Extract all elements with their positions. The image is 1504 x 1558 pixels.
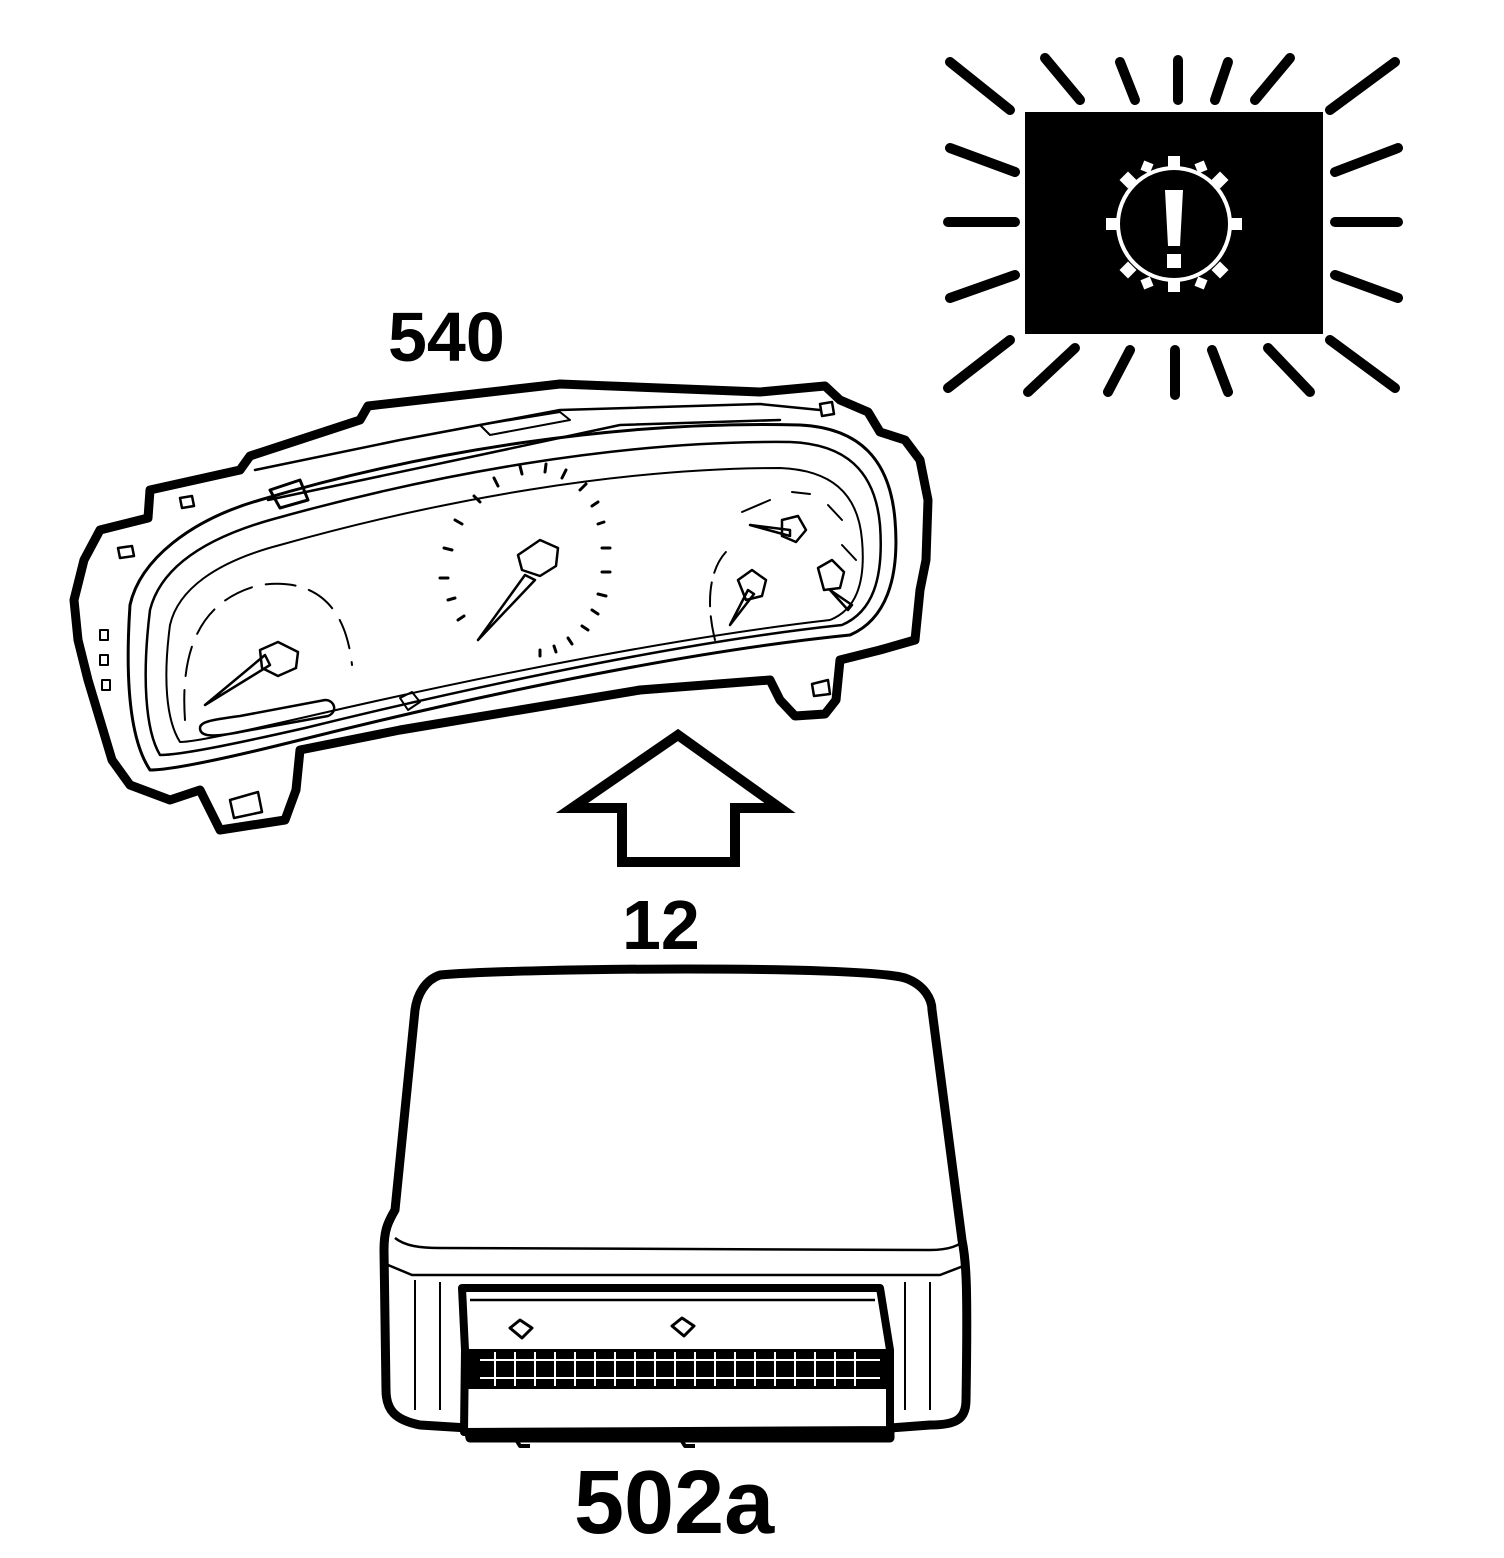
left-gauge: [183, 582, 421, 737]
connector-pin-strip: [466, 1349, 888, 1389]
left-gauge-needle: [203, 653, 272, 707]
lower-left-needle: [728, 588, 756, 627]
gear-exclamation-warning-icon: [1106, 156, 1242, 292]
lower-left-hub: [736, 568, 768, 602]
mount-tab-left: [228, 790, 264, 820]
connector-latch-left: [508, 1318, 534, 1340]
right-gauges: [709, 491, 857, 641]
connector-bottom-tabs: [513, 1436, 695, 1448]
left-gauge-hub: [258, 640, 300, 678]
light-rays: [943, 53, 1403, 400]
instrument-cluster-label: 540: [388, 298, 505, 376]
connector-pins: [480, 1352, 880, 1386]
module-lid-edge: [394, 1236, 965, 1252]
module-front-edge: [387, 1263, 967, 1277]
upper-right-needle: [748, 523, 792, 538]
side-connector-slots: [99, 629, 111, 691]
cluster-top-tab: [268, 478, 310, 510]
lower-right-hub: [816, 558, 846, 592]
speedometer: [438, 462, 612, 658]
warning-lamp-indicator: [943, 53, 1403, 400]
module-connector: [458, 1284, 894, 1448]
upper-right-hub: [780, 514, 808, 544]
signal-link-label: 12: [622, 886, 700, 964]
cluster-face: [165, 467, 864, 743]
cluster-top-vent: [479, 411, 571, 436]
control-module-label: 502a: [574, 1453, 775, 1553]
cluster-housing-outline: [69, 379, 933, 835]
module-front-inner: [414, 1280, 931, 1410]
mount-tab-right: [810, 678, 832, 698]
left-gauge-bar: [198, 698, 336, 737]
mount-tab-top: [116, 400, 836, 560]
speedometer-hub: [516, 538, 560, 578]
speedometer-needle: [476, 573, 537, 642]
connector-latch-right: [670, 1316, 696, 1338]
control-module: [379, 964, 972, 1448]
up-arrow-icon: [555, 728, 796, 867]
cluster-top-visor: [253, 402, 822, 502]
speedometer-ticks: [438, 462, 612, 658]
cluster-bezel-outer: [126, 423, 898, 772]
instrument-cluster: [69, 379, 933, 835]
lower-right-needle: [828, 588, 854, 612]
cluster-bezel-inner: [144, 440, 882, 757]
left-gauge-indicator: [399, 691, 421, 711]
